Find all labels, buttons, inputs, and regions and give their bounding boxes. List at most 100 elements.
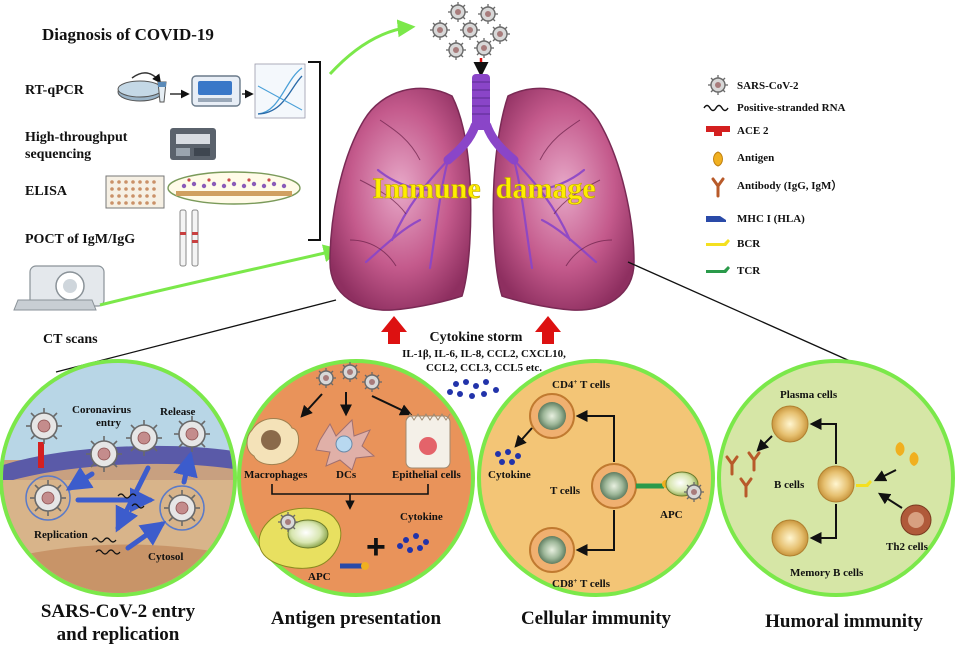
amplification-curve-icon bbox=[254, 63, 306, 119]
virus-icon bbox=[339, 361, 361, 383]
b-cell-icon bbox=[817, 465, 855, 503]
label-dcs: DCs bbox=[336, 469, 357, 481]
virus-icon bbox=[173, 415, 211, 453]
antigen-icon bbox=[909, 452, 919, 466]
left-lung bbox=[329, 87, 472, 311]
cytokine-storm-title: Cytokine storm bbox=[430, 330, 523, 345]
label-cytokine: Cytokine bbox=[400, 511, 443, 523]
diagnosis-section: Diagnosis of COVID-19 RT-qPCR High-throu… bbox=[13, 19, 416, 347]
elisa-plate-icon bbox=[105, 175, 165, 209]
antigen-arrows bbox=[300, 392, 413, 418]
cytokine-storm-section: Cytokine storm IL-1β, IL-6, IL-8, CCL2, … bbox=[381, 316, 566, 399]
cytokine-dots bbox=[447, 379, 499, 399]
antigen-icon bbox=[713, 151, 723, 167]
virus-icon bbox=[25, 407, 63, 445]
red-arrow-left bbox=[381, 316, 407, 344]
sequencer-icon bbox=[170, 128, 216, 160]
humoral-arrows bbox=[756, 418, 903, 544]
ct-scanner-icon bbox=[13, 265, 105, 311]
elisa-zoom-icon bbox=[167, 171, 301, 205]
diagnosis-bracket bbox=[308, 61, 321, 241]
panel-antigen: Macrophages DCs Epithelial cells + Cytok… bbox=[237, 359, 475, 629]
pcr-machine-icon bbox=[191, 75, 241, 107]
right-lung bbox=[492, 87, 635, 311]
bcr-icon bbox=[706, 239, 730, 246]
caption-antigen: Antigen presentation bbox=[271, 608, 442, 629]
t-cell-icon bbox=[591, 463, 637, 509]
label-th2-cells: Th2 cells bbox=[886, 541, 929, 553]
method-ct-scans: CT scans bbox=[43, 332, 98, 347]
label-b-cells: B cells bbox=[774, 479, 805, 491]
label-cytokine: Cytokine bbox=[488, 469, 531, 481]
test-tube-icon bbox=[157, 81, 167, 103]
ace2-receptor-icon bbox=[38, 442, 44, 468]
legend-label-mhc: MHC I (HLA) bbox=[737, 213, 805, 225]
method-poct: POCT of IgM/IgG bbox=[25, 232, 135, 247]
method-elisa: ELISA bbox=[25, 184, 68, 199]
label-epithelial: Epithelial cells bbox=[392, 469, 461, 481]
virus-icon bbox=[361, 371, 383, 393]
virus-icon bbox=[163, 489, 201, 527]
caption-humoral: Humoral immunity bbox=[765, 611, 923, 632]
virus-icon bbox=[85, 435, 123, 473]
green-arrow-from-ct bbox=[99, 244, 342, 307]
label-entry: entry bbox=[96, 417, 122, 429]
rna-icon bbox=[703, 104, 729, 112]
red-arrow-right bbox=[535, 316, 561, 344]
antibody-icon bbox=[711, 177, 725, 198]
antigen-icon bbox=[895, 442, 905, 456]
petri-dish-icon bbox=[117, 72, 163, 102]
cellular-arrows bbox=[514, 410, 615, 556]
ace2-receptor-icon bbox=[706, 126, 730, 136]
label-plasma-cells: Plasma cells bbox=[780, 389, 838, 401]
method-sequencing-line1: High-throughput bbox=[25, 130, 128, 145]
label-coronavirus: Coronavirus bbox=[72, 404, 132, 416]
bronchi bbox=[364, 158, 598, 270]
legend-label-tcr: TCR bbox=[737, 265, 761, 277]
plasma-cell-icon bbox=[771, 405, 809, 443]
lung-veins bbox=[349, 119, 613, 267]
virus-icon bbox=[315, 367, 337, 389]
virus-icon bbox=[277, 511, 299, 533]
panel-humoral: Plasma cells B cells Th2 cells Memory B … bbox=[717, 359, 955, 632]
virus-icon bbox=[683, 481, 705, 503]
label-release: Release bbox=[160, 406, 196, 418]
legend-label-rna: Positive-stranded RNA bbox=[737, 102, 846, 114]
cytokine-dots bbox=[495, 449, 521, 465]
panel-entry: Coronavirus entry Release Replication Cy… bbox=[0, 359, 237, 645]
legend-label-ace2: ACE 2 bbox=[737, 125, 769, 137]
diagnosis-title: Diagnosis of COVID-19 bbox=[42, 25, 214, 44]
legend-label-antibody: Antibody (IgG, IgM） bbox=[737, 179, 842, 192]
caption-cellular: Cellular immunity bbox=[521, 608, 672, 629]
legend-label-antigen: Antigen bbox=[737, 152, 774, 164]
caption-entry-line1: SARS-CoV-2 entry bbox=[41, 601, 196, 622]
bcr-icon bbox=[856, 480, 872, 487]
label-t-cells: T cells bbox=[550, 485, 581, 497]
replication-arrows bbox=[65, 451, 198, 551]
label-macrophages: Macrophages bbox=[244, 469, 308, 481]
virus-icon bbox=[707, 74, 729, 96]
cytokine-list-line2: CCL2, CCL3, CCL5 etc. bbox=[426, 362, 542, 374]
method-sequencing-line2: sequencing bbox=[25, 147, 91, 162]
lung-illustration: Immune damage bbox=[329, 1, 635, 311]
label-memory-b-cells: Memory B cells bbox=[790, 567, 864, 579]
virus-icon bbox=[125, 419, 163, 457]
tcr-icon bbox=[706, 266, 730, 273]
trachea bbox=[443, 74, 519, 165]
legend: SARS-CoV-2 Positive-stranded RNA ACE 2 A… bbox=[703, 74, 846, 277]
panel-cellular: CD4+ T cells Cytokine T cells APC CD8+ T… bbox=[477, 359, 715, 629]
label-apc: APC bbox=[660, 509, 683, 521]
virus-icon bbox=[29, 479, 67, 517]
cd8-t-cell-icon bbox=[529, 527, 575, 573]
label-apc: APC bbox=[308, 571, 331, 583]
plus-sign: + bbox=[366, 528, 386, 566]
cytokine-dots bbox=[397, 533, 429, 553]
method-rt-qpcr: RT-qPCR bbox=[25, 83, 85, 98]
merge-arrow bbox=[271, 484, 429, 508]
caption-entry-line2: and replication bbox=[57, 624, 180, 645]
virus-cluster bbox=[429, 1, 511, 61]
rna-icon bbox=[91, 493, 145, 555]
green-arrow-to-virus bbox=[328, 19, 416, 76]
label-replication: Replication bbox=[34, 529, 88, 541]
legend-label-virus: SARS-CoV-2 bbox=[737, 80, 799, 92]
